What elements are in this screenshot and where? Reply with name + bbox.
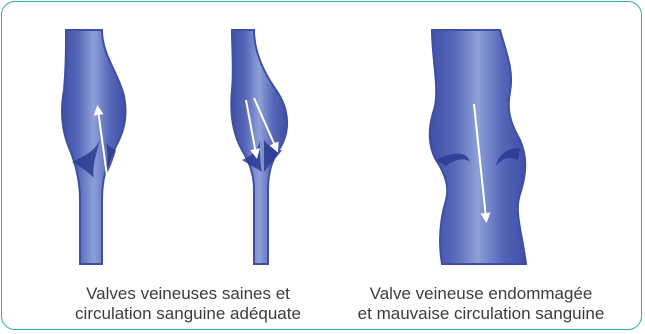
caption-healthy-line1: Valves veineuses saines et (48, 284, 328, 304)
caption-healthy-line2: circulation sanguine adéquate (48, 304, 328, 324)
caption-healthy-valves: Valves veineuses saines et circulation s… (48, 284, 328, 324)
healthy-vein-1 (62, 30, 126, 264)
damaged-vein (430, 30, 526, 264)
vein-illustration (0, 0, 645, 280)
caption-damaged-line1: Valve veineuse endommagée (336, 284, 626, 304)
healthy-vein-2 (231, 30, 287, 264)
caption-damaged-line2: et mauvaise circulation sanguine (336, 304, 626, 324)
caption-damaged-valve: Valve veineuse endommagée et mauvaise ci… (336, 284, 626, 324)
vein-with-valve-icon (62, 30, 126, 264)
